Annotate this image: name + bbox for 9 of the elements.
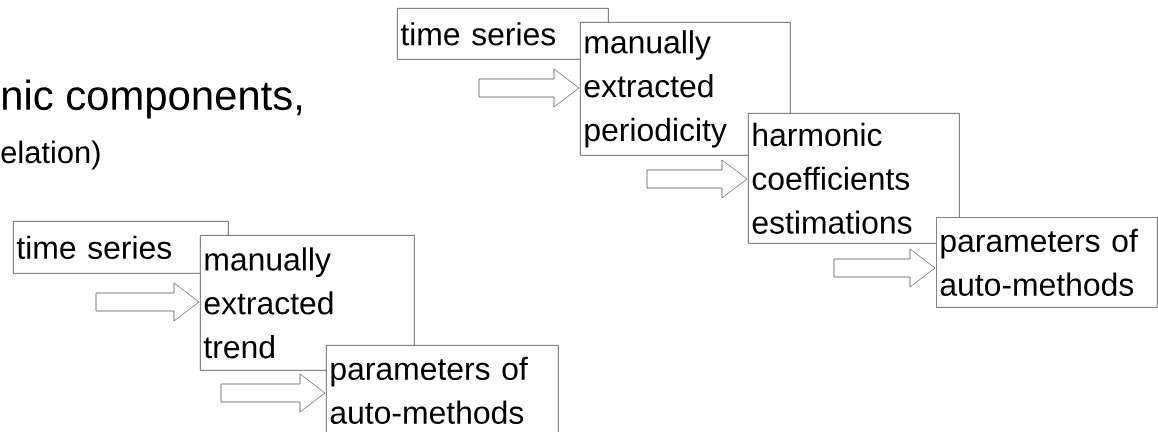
block-arrow [220,373,326,413]
block-arrow [646,159,748,199]
block-arrow [478,68,580,108]
heading-text: nic components, [3,79,302,119]
text-box: parameters of auto-methods [326,345,559,432]
text-box: parameters of auto-methods [936,217,1158,308]
block-arrow [95,282,200,322]
block-arrow [833,248,936,288]
heading-text: elation) [1,140,100,170]
